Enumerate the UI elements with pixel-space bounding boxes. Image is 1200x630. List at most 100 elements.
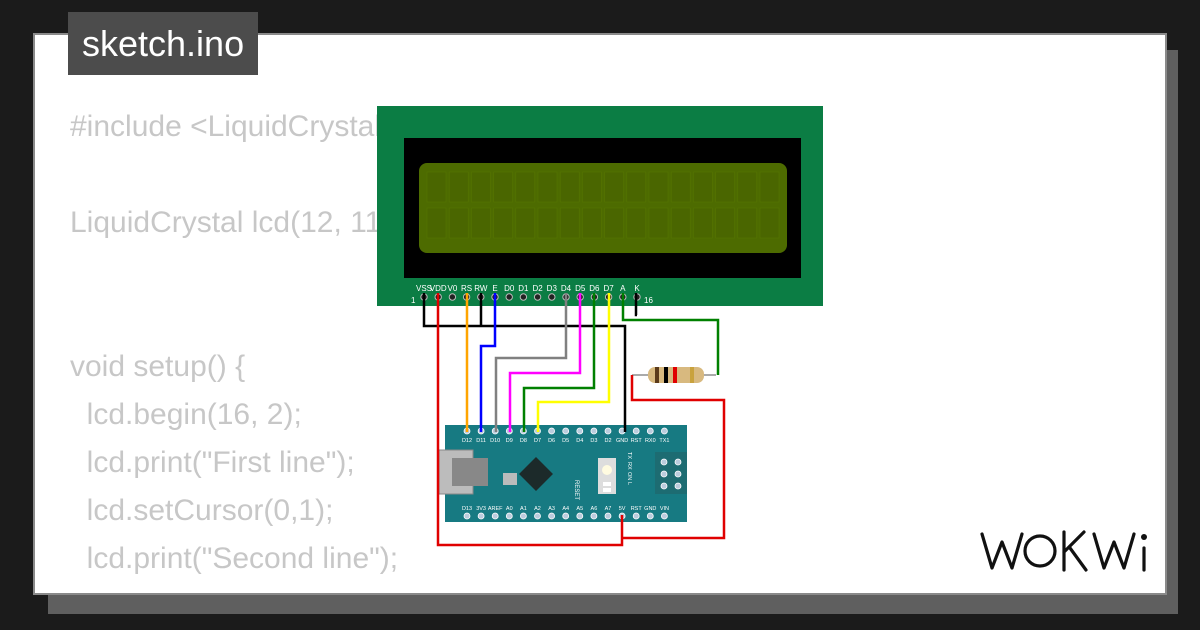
- resistor-band-3: [673, 367, 677, 383]
- lcd-cell: [737, 171, 758, 203]
- wire-vdd-5v[interactable]: [436, 293, 624, 547]
- nano-top-pin[interactable]: [548, 427, 555, 435]
- nano-bottom-pin[interactable]: [576, 512, 584, 520]
- lcd-pin-label: E: [492, 284, 497, 293]
- lcd-cell: [471, 171, 491, 203]
- nano-bottom-pin-label: VIN: [660, 506, 669, 512]
- nano-bottom-pin-label: A0: [506, 506, 513, 512]
- led-tx: [603, 482, 611, 486]
- resistor[interactable]: [632, 367, 716, 383]
- nano-bottom-pin[interactable]: [477, 512, 485, 520]
- lcd-cell: [582, 207, 602, 239]
- lcd-pin-label: RW: [474, 284, 488, 293]
- nano-top-pin-label: D10: [490, 438, 500, 444]
- nano-bottom-pin-label: GND: [644, 506, 656, 512]
- lcd-pin[interactable]: [519, 293, 528, 301]
- nano-bottom-pin[interactable]: [491, 512, 499, 520]
- nano-top-pin[interactable]: [632, 427, 640, 435]
- nano-top-pin[interactable]: [576, 427, 584, 435]
- led-label: L: [626, 482, 632, 485]
- lcd-cell: [648, 171, 669, 203]
- wire-d6-d8[interactable]: [522, 293, 596, 432]
- lcd-cell: [559, 207, 580, 239]
- icsp-pin: [660, 458, 668, 466]
- lcd-pin-label: D2: [532, 284, 543, 293]
- nano-top-pin-label: D9: [506, 438, 513, 444]
- lcd-cell: [582, 171, 602, 203]
- nano-bottom-pin[interactable]: [661, 512, 668, 520]
- lcd-cell: [604, 171, 624, 203]
- icsp-pin: [674, 482, 682, 490]
- code-line: lcd.print("First line");: [70, 446, 355, 479]
- icsp-pins: [660, 458, 682, 490]
- lcd-cell: [715, 207, 735, 239]
- icsp-pin: [674, 458, 682, 466]
- reset-button[interactable]: [598, 458, 616, 494]
- nano-bottom-pin[interactable]: [505, 512, 513, 520]
- wire-d7-d7[interactable]: [536, 293, 611, 432]
- lcd-pin[interactable]: [448, 293, 457, 301]
- wire-e-d11[interactable]: [479, 293, 497, 432]
- file-tab-title[interactable]: sketch.ino: [68, 12, 259, 75]
- lcd-pin[interactable]: [548, 293, 556, 301]
- lcd-pin-label: V0: [448, 284, 458, 293]
- nano-bottom-pin[interactable]: [590, 512, 598, 520]
- nano-bottom-pin-label: A1: [520, 506, 527, 512]
- code-line: lcd.setCursor(0,1);: [70, 494, 334, 527]
- led-label: ON: [626, 472, 632, 480]
- microcontroller-chip: [519, 457, 553, 491]
- lcd-cell: [426, 171, 447, 203]
- lcd-cell: [515, 207, 536, 239]
- nano-top-pin-label: D12: [462, 438, 472, 444]
- wire-d5-d9[interactable]: [508, 293, 582, 432]
- lcd-cell: [471, 207, 491, 239]
- code-line: }: [70, 583, 550, 593]
- nano-bottom-pin-label: A7: [605, 506, 612, 512]
- nano-bottom-pin-label: AREF: [488, 506, 503, 512]
- wire-gnd-vss[interactable]: [422, 293, 627, 432]
- nano-top-pin[interactable]: [604, 427, 612, 435]
- nano-top-pin-label: TX1: [659, 438, 669, 444]
- nano-bottom-pin[interactable]: [632, 512, 640, 520]
- nano-bottom-pin[interactable]: [548, 512, 555, 520]
- nano-top-pin[interactable]: [661, 427, 668, 435]
- lcd-pin[interactable]: [533, 293, 542, 301]
- lcd-cell: [670, 207, 691, 239]
- lcd-pin-label: D4: [561, 284, 572, 293]
- reset-label: RESET: [573, 480, 579, 500]
- nano-bottom-pin[interactable]: [534, 512, 541, 520]
- nano-bottom-pin[interactable]: [604, 512, 612, 520]
- nano-bottom-pin-label: A3: [548, 506, 555, 512]
- nano-top-pin-label: RX0: [645, 438, 656, 444]
- wire-led-anode[interactable]: [621, 293, 720, 375]
- code-line: lcd.begin(16, 2);: [70, 398, 302, 431]
- nano-top-pin[interactable]: [562, 427, 570, 435]
- lcd-pin-label: D6: [589, 284, 600, 293]
- lcd-cell: [693, 171, 713, 203]
- wire-led-cathode[interactable]: [634, 293, 638, 317]
- lcd-cell: [493, 171, 513, 203]
- nano-bottom-pin[interactable]: [646, 512, 654, 520]
- nano-bottom-pin[interactable]: [463, 512, 471, 520]
- wire-5v-resistor[interactable]: [622, 375, 726, 540]
- lcd-cell: [670, 171, 691, 203]
- wire-d4-d10[interactable]: [494, 293, 568, 432]
- icsp-pin: [660, 470, 668, 478]
- lcd-pin[interactable]: [505, 293, 513, 301]
- lcd-cell: [493, 207, 513, 239]
- nano-bottom-pin[interactable]: [520, 512, 527, 520]
- nano-top-pin[interactable]: [646, 427, 654, 435]
- lcd-pin-label: D5: [575, 284, 586, 293]
- nano-top-pin-label: D5: [562, 438, 569, 444]
- lcd-pin-16-label: 16: [644, 296, 653, 305]
- nano-bottom-pin[interactable]: [562, 512, 570, 520]
- nano-bottom-pin-label: A4: [562, 506, 569, 512]
- led-rx: [603, 488, 611, 492]
- resistor-band-1: [655, 367, 659, 383]
- nano-top-pin[interactable]: [590, 427, 598, 435]
- lcd-cell: [737, 207, 758, 239]
